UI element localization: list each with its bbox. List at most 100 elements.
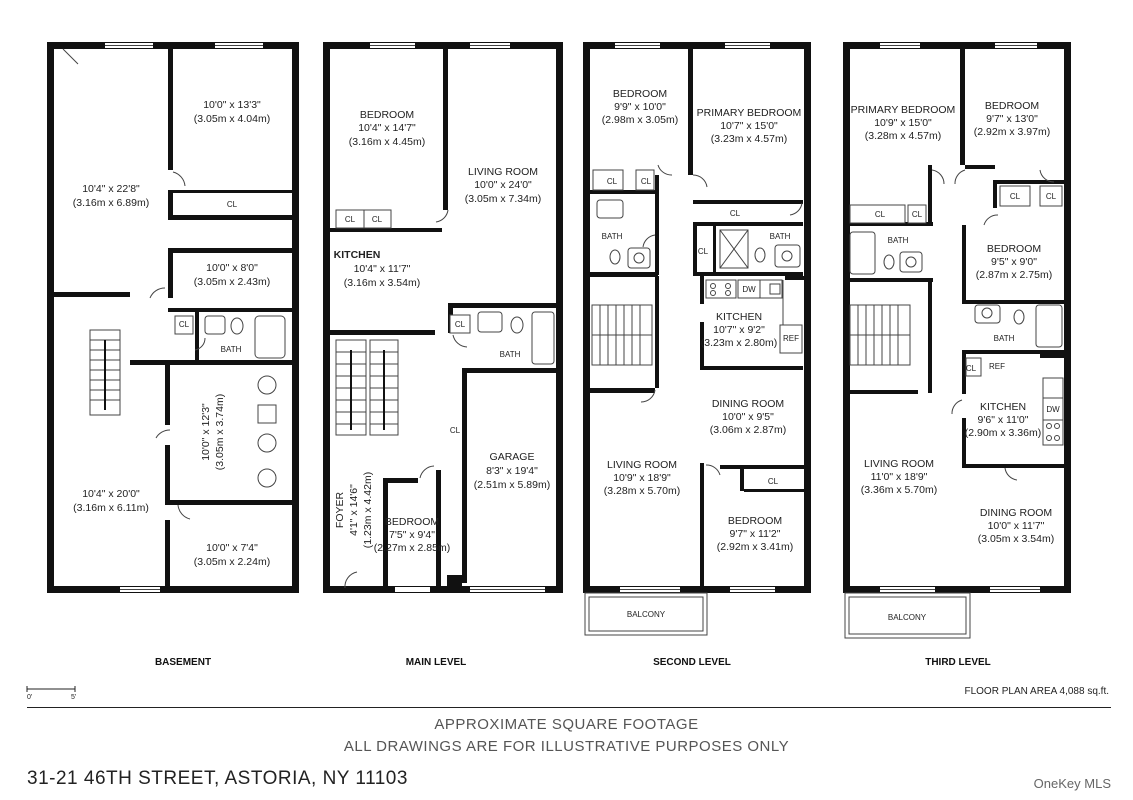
third-fridge: REF	[989, 362, 1005, 371]
scale-bar: 0' 5'	[26, 686, 76, 701]
main-bath-label: BATH	[500, 350, 521, 359]
third-level-plan: PRIMARY BEDROOM 10'9" x 15'0" (3.28m x 4…	[843, 42, 1071, 668]
third-dining-dims: 10'0" x 11'7"	[988, 520, 1045, 532]
main-foyer-metric: (1.23m x 4.42m)	[362, 472, 374, 548]
basement-closet-label-2: CL	[179, 320, 190, 329]
main-closet-1: CL	[345, 215, 356, 224]
main-bedroom2-metric: (2.27m x 2.85m)	[374, 542, 450, 554]
footer-divider	[27, 707, 1111, 708]
main-closet-2: CL	[372, 215, 383, 224]
third-bedroom2-metric: (2.87m x 2.75m)	[976, 269, 1052, 281]
brand-watermark: OneKey MLS	[1033, 776, 1111, 791]
second-bath-2: BATH	[770, 232, 791, 241]
basement-room-1-metric: (3.16m x 6.89m)	[73, 197, 149, 209]
third-bedroom1-metric: (2.92m x 3.97m)	[974, 126, 1050, 138]
basement-level-label: BASEMENT	[155, 657, 211, 668]
basement-bath-label: BATH	[221, 345, 242, 354]
second-dining-dims: 10'0" x 9'5"	[722, 411, 774, 423]
third-balcony-label: BALCONY	[888, 613, 927, 622]
third-living-dims: 11'0" x 18'9"	[871, 471, 928, 483]
basement-room-5-dims: 10'4" x 20'0"	[82, 488, 140, 500]
third-bedroom2-dims: 9'5" x 9'0"	[991, 256, 1037, 268]
third-dining-metric: (3.05m x 3.54m)	[978, 533, 1054, 545]
third-level-label: THIRD LEVEL	[925, 657, 991, 668]
second-dining-name: DINING ROOM	[712, 398, 784, 410]
main-garage-metric: (2.51m x 5.89m)	[474, 479, 550, 491]
second-primary-name: PRIMARY BEDROOM	[697, 107, 802, 119]
basement-room-6-dims: 10'0" x 7'4"	[206, 542, 258, 554]
main-bedroom-metric: (3.16m x 4.45m)	[349, 136, 425, 148]
second-bedroom1-dims: 9'9" x 10'0"	[614, 101, 666, 113]
footer-line-2: ALL DRAWINGS ARE FOR ILLUSTRATIVE PURPOS…	[343, 738, 790, 755]
basement-room-5-metric: (3.16m x 6.11m)	[73, 502, 149, 514]
main-foyer-dims: 4'1" x 14'6"	[348, 484, 360, 536]
floor-plan-area: FLOOR PLAN AREA 4,088 sq.ft.	[964, 686, 1109, 697]
basement-room-6-metric: (3.05m x 2.24m)	[194, 556, 270, 568]
third-kitchen-name: KITCHEN	[980, 401, 1026, 413]
third-living-name: LIVING ROOM	[864, 458, 934, 470]
third-living-metric: (3.36m x 5.70m)	[861, 484, 937, 496]
property-address: 31-21 46TH STREET, ASTORIA, NY 11103	[27, 768, 408, 789]
main-bedroom2-name: BEDROOM	[385, 516, 439, 528]
third-kitchen-metric: (2.90m x 3.36m)	[965, 427, 1041, 439]
third-closet-5: CL	[966, 364, 977, 373]
third-bedroom1-name: BEDROOM	[985, 100, 1039, 112]
third-kitchen-dims: 9'6" x 11'0"	[978, 414, 1029, 426]
second-bedroom1-metric: (2.98m x 3.05m)	[602, 114, 678, 126]
third-bedroom1-dims: 9'7" x 13'0"	[986, 113, 1038, 125]
second-primary-dims: 10'7" x 15'0"	[720, 120, 778, 132]
main-living-metric: (3.05m x 7.34m)	[465, 193, 541, 205]
basement-room-2-dims: 10'0" x 13'3"	[203, 99, 261, 111]
second-kitchen-name: KITCHEN	[716, 311, 762, 323]
basement-room-1-dims: 10'4" x 22'8"	[82, 183, 140, 195]
second-bedroom2-dims: 9'7" x 11'2"	[730, 528, 781, 540]
basement-room-4-dims: 10'0" x 12'3"	[200, 403, 212, 461]
basement-room-2-metric: (3.05m x 4.04m)	[194, 113, 270, 125]
basement-room-3-dims: 10'0" x 8'0"	[206, 262, 258, 274]
second-bedroom2-metric: (2.92m x 3.41m)	[717, 541, 793, 553]
second-dishwasher: DW	[742, 285, 756, 294]
third-closet-3: CL	[1010, 192, 1021, 201]
main-level-plan: BEDROOM 10'4" x 14'7" (3.16m x 4.45m) LI…	[323, 42, 563, 668]
main-foyer-name: FOYER	[334, 491, 346, 528]
second-bedroom1-name: BEDROOM	[613, 88, 667, 100]
basement-closet-label: CL	[227, 200, 238, 209]
footer-line-1: APPROXIMATE SQUARE FOOTAGE	[434, 716, 699, 733]
second-fridge: REF	[783, 334, 799, 343]
second-kitchen-dims: 10'7" x 9'2"	[713, 324, 765, 336]
main-closet-3: CL	[455, 320, 466, 329]
third-primary-dims: 10'9" x 15'0"	[874, 117, 932, 129]
basement-room-3-metric: (3.05m x 2.43m)	[194, 276, 270, 288]
main-bedroom2-dims: 7'5" x 9'4"	[389, 529, 435, 541]
main-closet-4: CL	[450, 426, 461, 435]
third-bath-1: BATH	[888, 236, 909, 245]
third-bedroom2-name: BEDROOM	[987, 243, 1041, 255]
main-living-dims: 10'0" x 24'0"	[474, 179, 532, 191]
second-closet-5: CL	[768, 477, 779, 486]
second-closet-3: CL	[730, 209, 741, 218]
third-primary-metric: (3.28m x 4.57m)	[865, 130, 941, 142]
main-level-label: MAIN LEVEL	[406, 657, 467, 668]
second-closet-1: CL	[607, 177, 618, 186]
second-bath-1: BATH	[602, 232, 623, 241]
second-living-dims: 10'9" x 18'9"	[613, 472, 671, 484]
second-primary-metric: (3.23m x 4.57m)	[711, 133, 787, 145]
second-level-label: SECOND LEVEL	[653, 657, 731, 668]
main-kitchen-dims: 10'4" x 11'7"	[354, 263, 411, 275]
main-bedroom-name: BEDROOM	[360, 109, 414, 121]
main-living-name: LIVING ROOM	[468, 166, 538, 178]
third-closet-2: CL	[912, 210, 923, 219]
third-dishwasher: DW	[1046, 405, 1060, 414]
second-closet-4: CL	[698, 247, 709, 256]
main-bedroom-dims: 10'4" x 14'7"	[358, 122, 416, 134]
main-garage-name: GARAGE	[490, 451, 535, 463]
second-dining-metric: (3.06m x 2.87m)	[710, 424, 786, 436]
second-living-metric: (3.28m x 5.70m)	[604, 485, 680, 497]
main-garage-dims: 8'3" x 19'4"	[486, 465, 538, 477]
second-closet-2: CL	[641, 177, 652, 186]
basement-room-4-metric: (3.05m x 3.74m)	[214, 394, 226, 470]
third-closet-1: CL	[875, 210, 886, 219]
main-kitchen-metric: (3.16m x 3.54m)	[344, 277, 420, 289]
third-dining-name: DINING ROOM	[980, 507, 1052, 519]
